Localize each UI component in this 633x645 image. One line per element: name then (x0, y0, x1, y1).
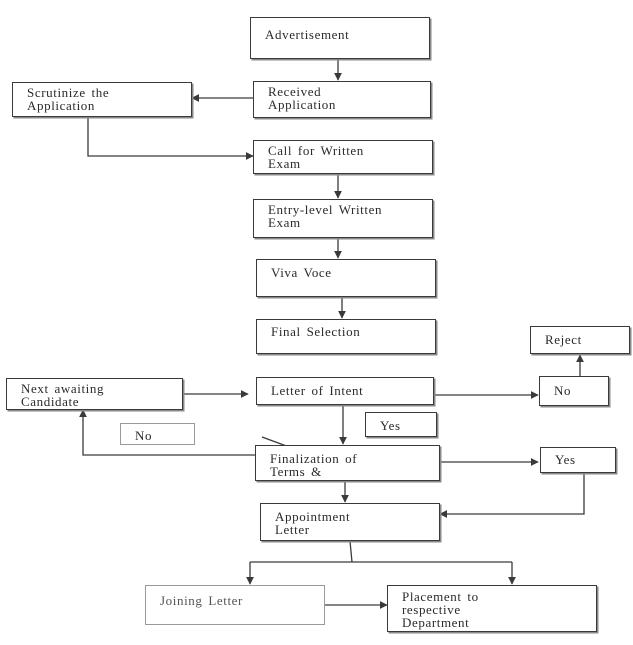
node-text: Department (402, 615, 470, 630)
node-yes-middle: Yes (365, 412, 437, 437)
node-next-awaiting-candidate: Next awaiting Candidate (6, 378, 183, 410)
node-text: Application (268, 97, 336, 112)
node-placement-department: Placement to respective Department (387, 585, 597, 632)
node-text: Letter of Intent (271, 383, 364, 398)
node-appointment-letter: Appointment Letter (260, 503, 440, 541)
node-text: Joining Letter (160, 593, 243, 608)
node-no-left: No (120, 423, 195, 445)
node-reject: Reject (530, 326, 630, 354)
node-joining-letter: Joining Letter (145, 585, 325, 625)
node-text: Call for Written (268, 143, 364, 158)
node-final-selection: Final Selection (256, 319, 436, 354)
node-text: respective (402, 602, 461, 617)
node-text: Received (268, 84, 322, 99)
node-text: Yes (380, 418, 401, 433)
node-text: Terms & (270, 464, 322, 479)
node-text: Placement to (402, 589, 479, 604)
node-text: Entry-level Written (268, 202, 383, 217)
node-text: Application (27, 98, 95, 113)
edge-finalization-next (79, 409, 255, 456)
node-text: Exam (268, 215, 301, 230)
node-letter-of-intent: Letter of Intent (256, 377, 434, 405)
node-call-written-exam: Call for Written Exam (253, 140, 433, 174)
node-text: Candidate (21, 394, 80, 409)
node-text: Exam (268, 156, 301, 171)
node-text: Advertisement (265, 27, 350, 42)
edge-scrutinize-call (87, 117, 254, 160)
node-text: No (135, 428, 153, 443)
node-text: Next awaiting (21, 381, 105, 396)
edge-appointment-split (349, 540, 353, 563)
node-entry-written-exam: Entry-level Written Exam (253, 199, 433, 238)
node-text: No (554, 383, 572, 398)
edge-yes-appointment (439, 473, 585, 518)
node-received-application: Received Application (253, 81, 431, 118)
node-text: Viva Voce (271, 265, 332, 280)
node-finalization-of-terms: Finalization of Terms & (255, 445, 440, 481)
node-text: Final Selection (271, 324, 361, 339)
node-scrutinize-application: Scrutinize the Application (12, 82, 192, 117)
node-text: Scrutinize the (27, 85, 110, 100)
node-yes-right: Yes (540, 447, 616, 473)
node-viva-voce: Viva Voce (256, 259, 436, 297)
node-advertisement: Advertisement (250, 17, 430, 59)
node-no-right: No (539, 376, 609, 406)
node-text: Reject (545, 332, 582, 347)
node-text: Appointment (275, 509, 351, 524)
node-text: Finalization of (270, 451, 358, 466)
node-text: Letter (275, 522, 310, 537)
node-text: Yes (555, 452, 576, 467)
